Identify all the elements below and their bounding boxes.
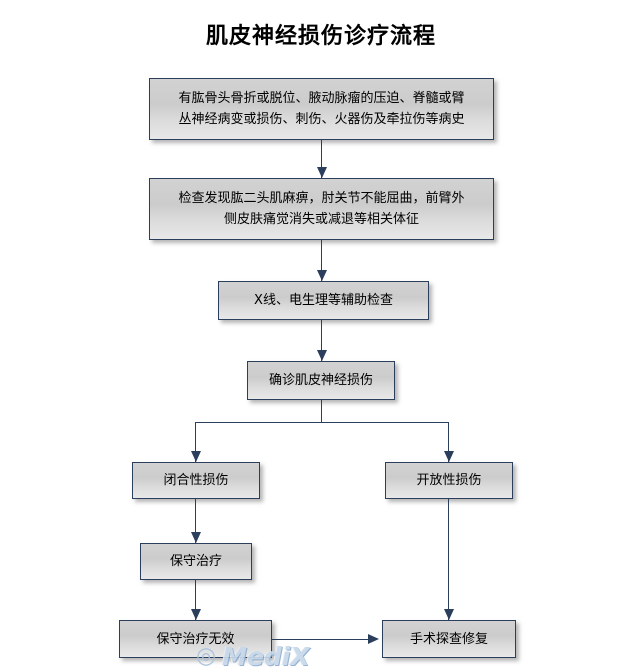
flow-node-closed-injury-label: 闭合性损伤 [163,473,229,488]
connector-conservative-failed-arrow [191,609,201,620]
connector-history-exam-line [321,140,322,178]
flow-node-diagnosis-label: 确诊肌皮神经损伤 [268,373,373,388]
connector-failed-surgery-line [272,639,372,640]
flow-node-exam: 检查发现肱二头肌麻痹，肘关节不能屈曲，前臂外 侧皮肤痛觉消失或减退等相关体征 [149,178,494,240]
flow-node-auxiliary: X线、电生理等辅助检查 [218,281,429,320]
connector-branch-right-line [448,422,449,462]
connector-diagnosis-branch-stem [321,400,322,422]
connector-closed-conservative-line [195,499,196,543]
flow-node-exam-label: 检查发现肱二头肌麻痹，肘关节不能屈曲，前臂外 侧皮肤痛觉消失或减退等相关体征 [178,191,465,227]
connector-diagnosis-branch-bar [195,422,449,423]
flow-node-history: 有肱骨头骨折或脱位、腋动脉瘤的压迫、脊髓或臂 丛神经病变或损伤、刺伤、火器伤及牵… [149,78,494,140]
connector-open-surgery-line [448,499,449,620]
flow-node-auxiliary-label: X线、电生理等辅助检查 [254,293,393,308]
connector-auxiliary-diagnosis-arrow [317,350,327,361]
connector-exam-auxiliary-line [321,240,322,281]
flow-node-surgical-exploration-label: 手术探查修复 [409,631,488,647]
flow-node-open-injury-label: 开放性损伤 [416,473,482,488]
connector-history-exam-arrow [317,167,327,178]
connector-branch-left-line [195,422,196,462]
connector-exam-auxiliary-arrow [317,270,327,281]
connector-branch-left-arrow [191,451,201,462]
flow-node-surgical-exploration: 手术探查修复 [382,620,516,658]
connector-conservative-failed-line [195,580,196,620]
connector-closed-conservative-arrow [191,532,201,543]
flow-node-history-label: 有肱骨头骨折或脱位、腋动脉瘤的压迫、脊髓或臂 丛神经病变或损伤、刺伤、火器伤及牵… [178,91,465,127]
flow-node-open-injury: 开放性损伤 [385,462,513,499]
flow-node-conservative-treatment: 保守治疗 [140,543,252,580]
flow-node-conservative-treatment-label: 保守治疗 [169,554,222,569]
flow-node-conservative-failed-label: 保守治疗无效 [156,631,235,647]
connector-branch-right-arrow [444,451,454,462]
flow-node-closed-injury: 闭合性损伤 [132,462,260,499]
page-title: 肌皮神经损伤诊疗流程 [205,24,436,49]
connector-failed-surgery-arrow [368,634,379,644]
flow-node-conservative-failed: 保守治疗无效 [119,620,272,658]
connector-open-surgery-arrow [444,609,454,620]
flow-node-diagnosis: 确诊肌皮神经损伤 [247,361,395,400]
connector-auxiliary-diagnosis-line [321,320,322,361]
